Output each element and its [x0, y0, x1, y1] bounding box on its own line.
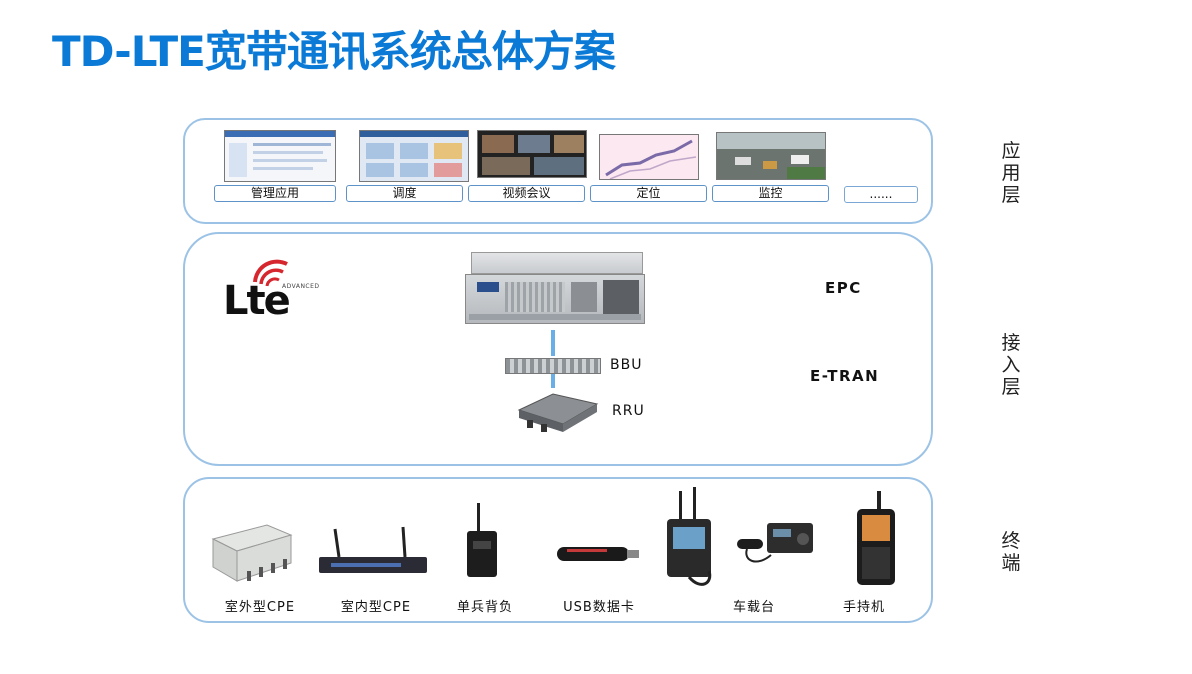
app-label-management: 管理应用	[214, 185, 336, 202]
epc-bbu-link	[551, 330, 555, 356]
handheld-radio-device	[667, 487, 712, 586]
app-label-dispatch: 调度	[346, 185, 463, 202]
app-label-positioning: 定位	[590, 185, 707, 202]
page-title: TD-LTE宽带通讯系统总体方案	[52, 27, 616, 76]
handset-device	[857, 491, 895, 585]
side-label-terminal-layer: 终端	[1001, 530, 1021, 574]
epc-device	[465, 252, 645, 324]
indoor-cpe-device	[319, 526, 427, 573]
rru-label: RRU	[612, 403, 645, 419]
outdoor-cpe-device	[211, 524, 293, 582]
lte-logo-advanced: ADVANCED	[282, 283, 320, 290]
positioning-map-thumbnail	[599, 134, 699, 180]
bbu-device	[505, 358, 601, 374]
lte-logo-text: Lte	[223, 278, 291, 324]
bbu-rru-link	[551, 372, 555, 388]
terminal-label-indoor-cpe: 室内型CPE	[340, 600, 412, 615]
vehicle-radio-device	[737, 523, 813, 563]
application-layer-panel: 管理应用 调度 视频会议 定位 监控 ......	[183, 118, 933, 224]
access-layer-panel: Lte ADVANCED BBU RRU EPC E-TRAN	[183, 232, 933, 466]
lte-signal-icon	[253, 259, 288, 287]
side-label-application-layer: 应用层	[1001, 140, 1021, 206]
app-label-video-conference: 视频会议	[468, 185, 585, 202]
terminal-label-handset: 手持机	[842, 600, 885, 615]
rru-device	[517, 393, 599, 432]
terminal-label-manpack: 单兵背负	[456, 600, 513, 615]
usb-dongle-device	[557, 547, 639, 561]
app-label-more: ......	[844, 186, 918, 203]
terminal-label-outdoor-cpe: 室外型CPE	[224, 600, 296, 615]
app-label-monitoring: 监控	[712, 185, 829, 202]
manpack-device	[467, 503, 497, 577]
side-label-access-layer: 接入层	[1001, 332, 1021, 398]
monitoring-thumbnail	[716, 132, 826, 180]
terminal-label-vehicle: 车载台	[732, 600, 775, 615]
dispatch-thumbnail	[359, 130, 469, 182]
terminal-label-usb-card: USB数据卡	[563, 600, 635, 615]
bbu-label: BBU	[610, 357, 643, 373]
video-conference-thumbnail	[477, 130, 587, 178]
etran-label: E-TRAN	[810, 367, 880, 385]
management-app-thumbnail	[224, 130, 336, 182]
epc-label: EPC	[825, 279, 862, 297]
terminal-layer-panel: 室外型CPE 室内型CPE 单兵背负 USB数据卡 车载台 手持机	[183, 477, 933, 623]
